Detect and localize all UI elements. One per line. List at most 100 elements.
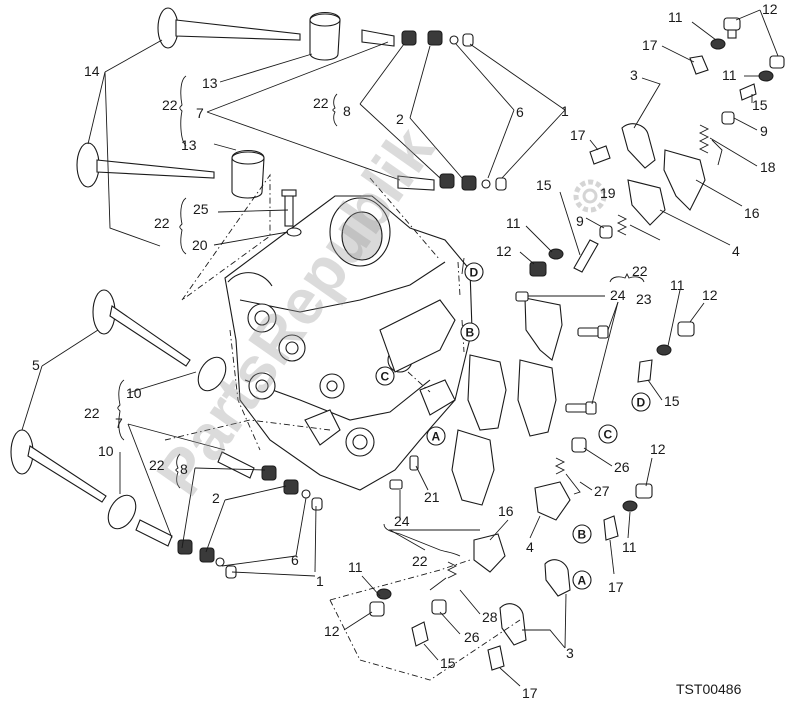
label-11e: 11 [622, 539, 637, 555]
pin-17-bottom [487, 645, 505, 671]
label-12a: 12 [762, 1, 778, 17]
valve-guide-left-2 [135, 519, 237, 579]
rocker-cap-upper [451, 297, 563, 506]
callout-letter-c-right: C [598, 424, 618, 444]
label-24a: 24 [610, 287, 626, 303]
label-6b: 6 [291, 552, 299, 568]
plug-12-bottom [369, 601, 385, 617]
svg-text:A: A [432, 430, 441, 444]
pin-15-right [637, 359, 653, 383]
label-9a: 9 [760, 123, 768, 139]
leader-lines [21, 9, 779, 687]
svg-text:B: B [578, 528, 587, 542]
svg-text:D: D [637, 396, 646, 410]
label-13a: 13 [202, 75, 218, 91]
callout-letter-d-right: D [631, 392, 651, 412]
label-22c: 22 [154, 215, 170, 231]
label-1a: 1 [561, 103, 569, 119]
label-1b: 1 [316, 573, 324, 589]
pin-17-upper-a [689, 55, 709, 75]
label-21: 21 [424, 489, 440, 505]
part-labels: 14 13 22 7 13 22 8 2 6 1 25 22 20 5 10 2… [32, 1, 778, 701]
label-4a: 4 [732, 243, 740, 259]
label-16b: 16 [498, 503, 514, 519]
valve-left-2 [10, 429, 137, 530]
label-9b: 9 [576, 213, 584, 229]
label-15d: 15 [440, 655, 456, 671]
label-25: 25 [193, 201, 209, 217]
label-26b: 26 [464, 629, 480, 645]
label-11d: 11 [670, 277, 685, 293]
valve-upper-1 [157, 7, 341, 61]
label-11f: 11 [348, 559, 363, 575]
label-4b: 4 [526, 539, 534, 555]
label-3a: 3 [630, 67, 638, 83]
label-11c: 11 [506, 215, 521, 231]
label-12e: 12 [324, 623, 340, 639]
label-20: 20 [192, 237, 208, 253]
label-24b: 24 [394, 513, 410, 529]
bolt-23-a [577, 325, 609, 339]
label-12d: 12 [650, 441, 666, 457]
rocker-arm-16-upper [663, 149, 706, 211]
label-15c: 15 [664, 393, 680, 409]
pin-15-upper [739, 83, 757, 101]
spring-27 [554, 457, 581, 495]
rocker-arm-3-upper [621, 123, 656, 169]
label-16a: 16 [744, 205, 760, 221]
cap-26-right [571, 437, 587, 453]
bolt-9-upper [721, 111, 735, 125]
spring-28 [429, 561, 458, 591]
pin-15-bottom [411, 621, 429, 647]
label-28: 28 [482, 609, 498, 625]
svg-text:D: D [470, 266, 479, 280]
callout-letter-a-right: A [572, 570, 592, 590]
plug-12-upper-b [769, 55, 785, 69]
label-22b: 22 [313, 95, 329, 111]
label-22g: 22 [412, 553, 428, 569]
svg-text:B: B [466, 326, 475, 340]
label-19: 19 [600, 185, 616, 201]
washer-11-upper-a [710, 38, 726, 50]
label-17c: 17 [608, 579, 624, 595]
label-8a: 8 [343, 103, 351, 119]
svg-text:A: A [578, 574, 587, 588]
label-2b: 2 [212, 490, 220, 506]
rocker-arm-3-lower-b [499, 603, 527, 646]
stud-25 [281, 189, 297, 227]
label-22a: 22 [162, 97, 178, 113]
cap-26-bottom [431, 599, 447, 615]
cylinder-head [224, 195, 473, 491]
label-18: 18 [760, 159, 776, 175]
callout-letter-c-upper: C [375, 366, 395, 386]
valve-guide-upper-1 [361, 29, 474, 47]
washer-20 [286, 227, 302, 237]
plug-12-upper-a [723, 17, 741, 39]
group-braces [117, 75, 645, 557]
valve-guide-upper-2 [397, 173, 507, 191]
label-3b: 3 [566, 645, 574, 661]
valve-upper-2 [76, 142, 265, 199]
label-12b: 12 [496, 243, 512, 259]
label-15a: 15 [752, 97, 768, 113]
label-13b: 13 [181, 137, 197, 153]
label-26a: 26 [614, 459, 630, 475]
label-11b: 11 [722, 67, 737, 83]
pin-17-mid [589, 145, 611, 165]
callout-letter-d-upper: D [461, 257, 484, 282]
label-17a: 17 [642, 37, 658, 53]
label-2a: 2 [396, 111, 404, 127]
label-22f: 22 [632, 263, 648, 279]
label-5: 5 [32, 357, 40, 373]
washer-11-lower-right [622, 500, 638, 512]
spring-upper-2 [616, 214, 661, 241]
label-17d: 17 [522, 685, 538, 701]
rocker-arm-4-upper [627, 179, 666, 226]
valve-left-1 [92, 289, 227, 392]
washer-11-bottom [376, 588, 392, 600]
dowel-24-upper [515, 291, 529, 302]
label-15b: 15 [536, 177, 552, 193]
callout-letter-a-upper: A [426, 426, 446, 446]
label-23: 23 [636, 291, 652, 307]
